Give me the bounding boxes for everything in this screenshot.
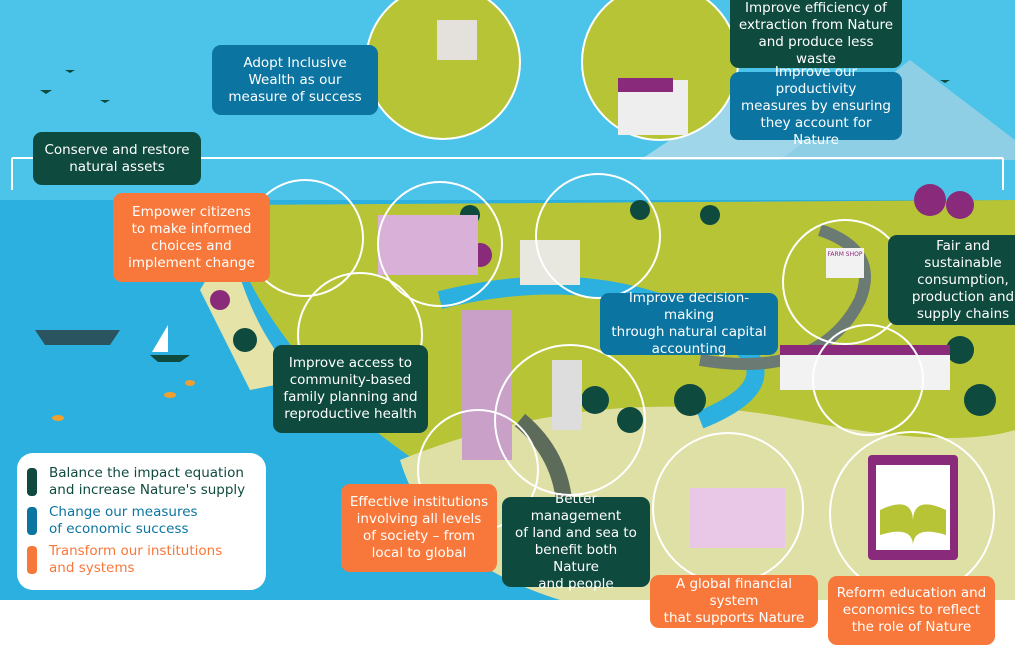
label-decision-making: Improve decision-making through natural … <box>600 290 778 357</box>
building <box>552 360 582 430</box>
legend-text: Balance the impact equation and increase… <box>49 465 246 498</box>
farm-shop-sign: FARM SHOP <box>828 251 863 258</box>
legend-text: Change our measures of economic success <box>49 504 198 537</box>
label-family-planning: Improve access to community-based family… <box>273 345 428 433</box>
legend: Balance the impact equation and increase… <box>17 453 266 590</box>
fish <box>52 380 195 421</box>
purple-trees <box>210 184 974 310</box>
label-conserve-natural-assets: Conserve and restore natural assets <box>33 132 201 185</box>
label-fair-consumption: Fair and sustainable consumption, produc… <box>888 235 1015 325</box>
legend-item: Change our measures of economic success <box>27 504 256 538</box>
solar-roof <box>618 78 673 92</box>
sailboat <box>150 355 190 362</box>
label-inclusive-wealth: Adopt Inclusive Wealth as our measure of… <box>212 45 378 115</box>
shop-building <box>780 350 950 390</box>
sail <box>152 325 168 352</box>
solar-house <box>520 240 580 285</box>
label-financial-system: A global financial system that supports … <box>650 575 818 628</box>
trees <box>233 200 996 433</box>
legend-swatch-orange <box>27 546 37 574</box>
label-productivity-measures: Improve our productivity measures by ens… <box>730 64 902 148</box>
fishing-boat <box>35 330 120 345</box>
farm-shop <box>826 248 864 278</box>
label-efficiency: Improve efficiency of extraction from Na… <box>730 0 902 68</box>
book-icon <box>880 504 946 545</box>
birds <box>40 70 950 103</box>
legend-text: Transform our institutions and systems <box>49 543 223 576</box>
label-effective-institutions: Effective institutions involving all lev… <box>341 484 497 572</box>
roof <box>780 345 950 355</box>
legend-swatch-blue <box>27 507 37 535</box>
label-reform-education: Reform education and economics to reflec… <box>828 576 995 645</box>
bank-building <box>690 488 785 548</box>
hospital <box>437 20 477 60</box>
legend-item: Transform our institutions and systems <box>27 543 256 577</box>
legend-item: Balance the impact equation and increase… <box>27 465 256 499</box>
factory <box>378 215 478 275</box>
legend-swatch-dark <box>27 468 37 496</box>
label-empower-citizens: Empower citizens to make informed choice… <box>113 193 270 282</box>
label-land-sea-management: Better management of land and sea to ben… <box>502 491 650 592</box>
